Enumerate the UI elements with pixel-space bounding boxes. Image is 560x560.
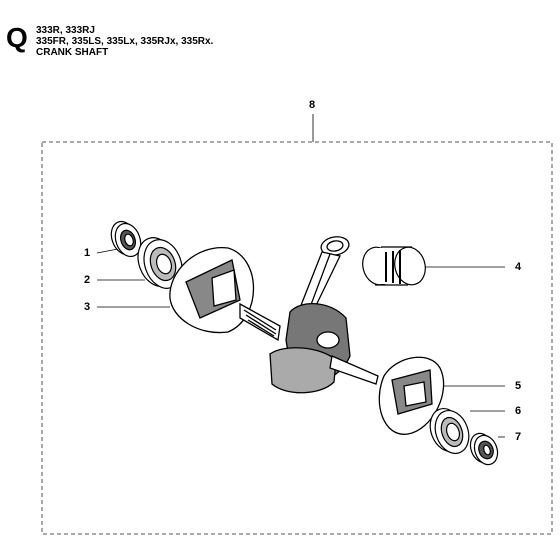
leader-1 <box>96 248 119 254</box>
part-2-ball-bearing <box>137 237 183 289</box>
part-3-crank-half <box>169 247 281 342</box>
callout-8: 8 <box>309 99 316 111</box>
header-block: 333R, 333RJ 335FR, 335LS, 335Lx, 335RJx,… <box>36 25 213 58</box>
callout-3: 3 <box>84 301 91 313</box>
part-6-ball-bearing <box>429 408 470 454</box>
diagram-title: CRANK SHAFT <box>36 47 109 58</box>
assembly-boundary <box>41 141 553 535</box>
part-4-needle-bearing <box>362 246 426 286</box>
part-1-bearing <box>110 220 142 258</box>
part-7-bearing <box>469 432 499 466</box>
callout-6: 6 <box>515 405 522 417</box>
callout-4: 4 <box>515 261 522 273</box>
models-line-2: 335FR, 335LS, 335Lx, 335RJx, 335Rx. <box>36 36 214 47</box>
callout-7: 7 <box>515 431 522 443</box>
section-letter: Q <box>6 22 28 53</box>
models-line-1: 333R, 333RJ <box>36 25 95 36</box>
callout-5: 5 <box>515 380 522 392</box>
connecting-rod-assembly <box>269 236 379 394</box>
callout-2: 2 <box>84 274 91 286</box>
callout-1: 1 <box>84 247 91 259</box>
